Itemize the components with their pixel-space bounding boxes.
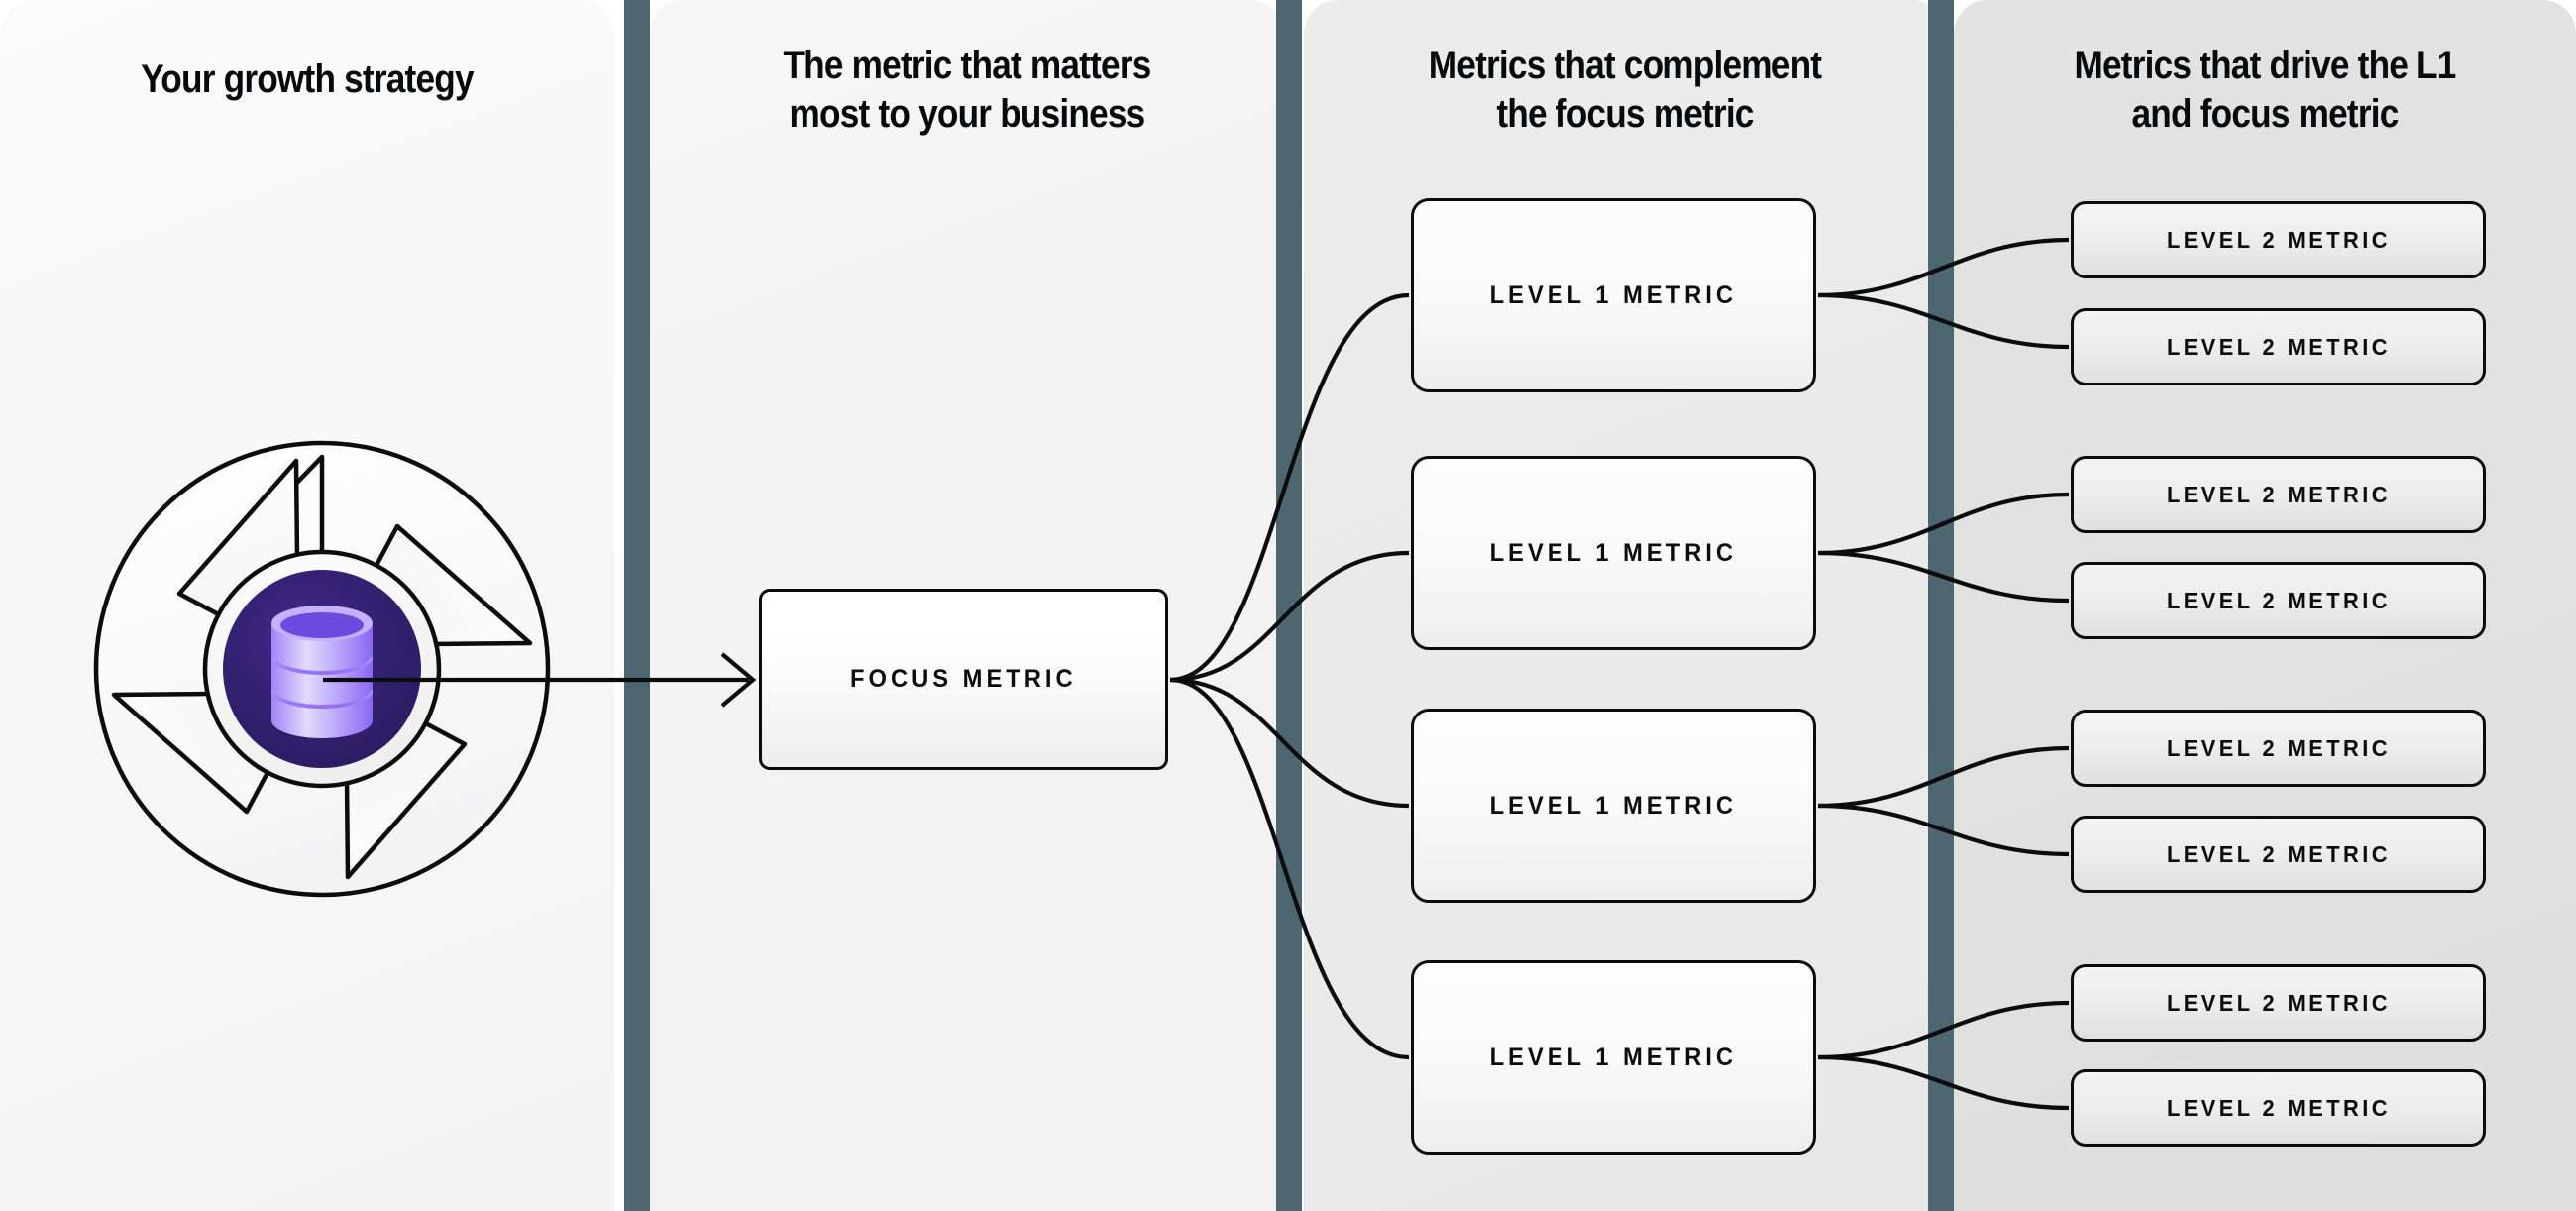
node-level1-metric-3[interactable]: LEVEL 1 METRIC bbox=[1411, 709, 1816, 903]
node-level2-metric-5-label: LEVEL 2 METRIC bbox=[2166, 734, 2391, 761]
node-level2-metric-6-label: LEVEL 2 METRIC bbox=[2166, 840, 2391, 867]
node-level1-metric-2-label: LEVEL 1 METRIC bbox=[1489, 538, 1738, 567]
divider-bar-1 bbox=[624, 0, 650, 1211]
node-level2-metric-7-label: LEVEL 2 METRIC bbox=[2166, 989, 2391, 1016]
node-level2-metric-2[interactable]: LEVEL 2 METRIC bbox=[2071, 308, 2486, 385]
node-level2-metric-3[interactable]: LEVEL 2 METRIC bbox=[2071, 456, 2486, 533]
divider-bar-3 bbox=[1928, 0, 1954, 1211]
node-level2-metric-1[interactable]: LEVEL 2 METRIC bbox=[2071, 201, 2486, 278]
node-level2-metric-2-label: LEVEL 2 METRIC bbox=[2166, 333, 2391, 360]
node-level2-metric-8-label: LEVEL 2 METRIC bbox=[2166, 1094, 2391, 1121]
node-focus-metric[interactable]: FOCUS METRIC bbox=[759, 589, 1168, 770]
column-heading-level1-metrics: Metrics that complement the focus metric bbox=[1428, 44, 1822, 136]
node-level1-metric-4[interactable]: LEVEL 1 METRIC bbox=[1411, 960, 1816, 1155]
divider-bar-2 bbox=[1276, 0, 1302, 1211]
node-level2-metric-8[interactable]: LEVEL 2 METRIC bbox=[2071, 1069, 2486, 1147]
node-level1-metric-1[interactable]: LEVEL 1 METRIC bbox=[1411, 198, 1816, 392]
column-heading-growth-strategy: Your growth strategy bbox=[141, 57, 474, 101]
node-level2-metric-4-label: LEVEL 2 METRIC bbox=[2166, 587, 2391, 613]
node-level1-metric-4-label: LEVEL 1 METRIC bbox=[1489, 1043, 1738, 1071]
column-heading-level2-metrics: Metrics that drive the L1 and focus metr… bbox=[2074, 44, 2456, 136]
node-level2-metric-5[interactable]: LEVEL 2 METRIC bbox=[2071, 710, 2486, 787]
node-level2-metric-6[interactable]: LEVEL 2 METRIC bbox=[2071, 816, 2486, 893]
node-level2-metric-7[interactable]: LEVEL 2 METRIC bbox=[2071, 964, 2486, 1042]
column-heading-focus-metric: The metric that matters most to your bus… bbox=[783, 44, 1151, 136]
node-focus-metric-label: FOCUS METRIC bbox=[850, 665, 1077, 693]
node-level1-metric-1-label: LEVEL 1 METRIC bbox=[1489, 280, 1738, 309]
node-level2-metric-1-label: LEVEL 2 METRIC bbox=[2166, 226, 2391, 253]
node-level1-metric-3-label: LEVEL 1 METRIC bbox=[1489, 791, 1738, 820]
database-cylinder-icon bbox=[271, 606, 373, 738]
aperture-database-icon bbox=[93, 440, 551, 898]
node-level2-metric-3-label: LEVEL 2 METRIC bbox=[2166, 481, 2391, 507]
node-level2-metric-4[interactable]: LEVEL 2 METRIC bbox=[2071, 562, 2486, 639]
node-level1-metric-2[interactable]: LEVEL 1 METRIC bbox=[1411, 456, 1816, 650]
